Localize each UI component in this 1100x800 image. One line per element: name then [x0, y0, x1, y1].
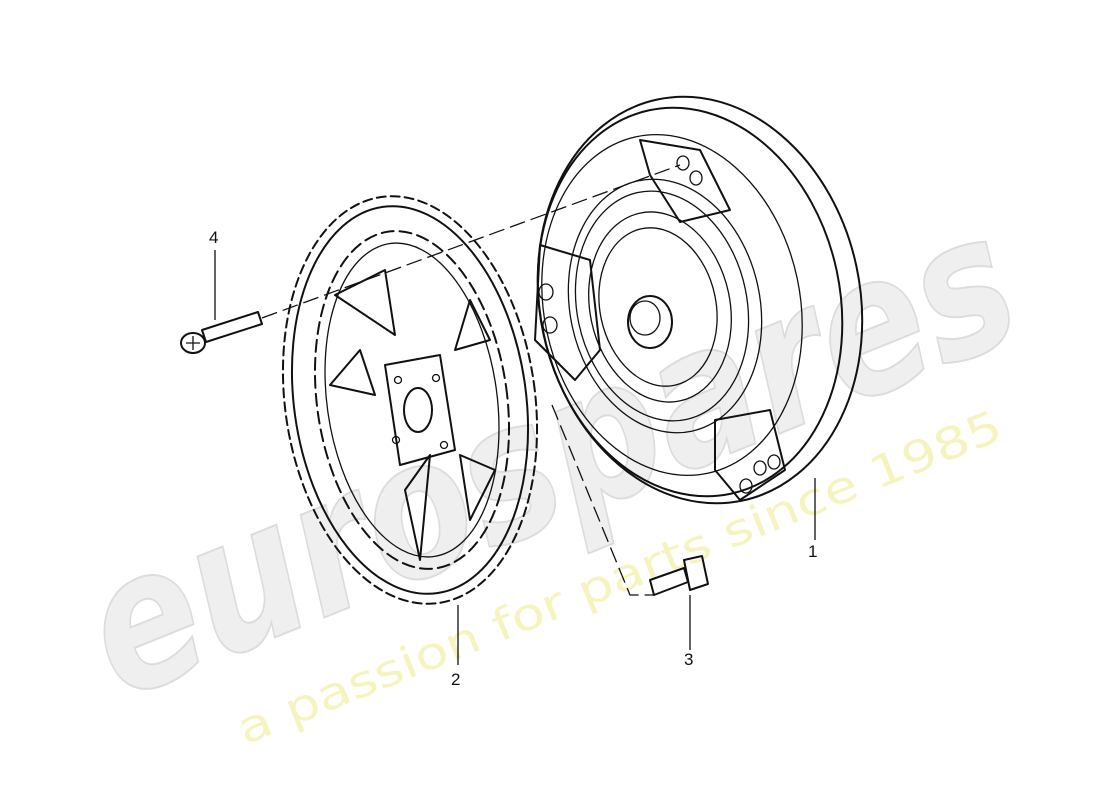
mounting-pad-bottom — [714, 409, 786, 501]
bolt-part-3 — [649, 555, 709, 596]
callout-1: 1 — [808, 542, 817, 561]
bolt-part-4 — [180, 311, 263, 354]
leader-lines — [214, 250, 816, 665]
mounting-pad-top — [639, 139, 731, 223]
callout-3: 3 — [684, 650, 693, 669]
mounting-pad-left — [534, 244, 601, 381]
flex-plate-ring-gear — [281, 195, 539, 605]
callout-2: 2 — [451, 670, 460, 689]
watermark: eurospares a passion for parts since 198… — [53, 169, 1046, 755]
callout-4: 4 — [209, 228, 218, 247]
assembly-lines — [261, 164, 681, 596]
